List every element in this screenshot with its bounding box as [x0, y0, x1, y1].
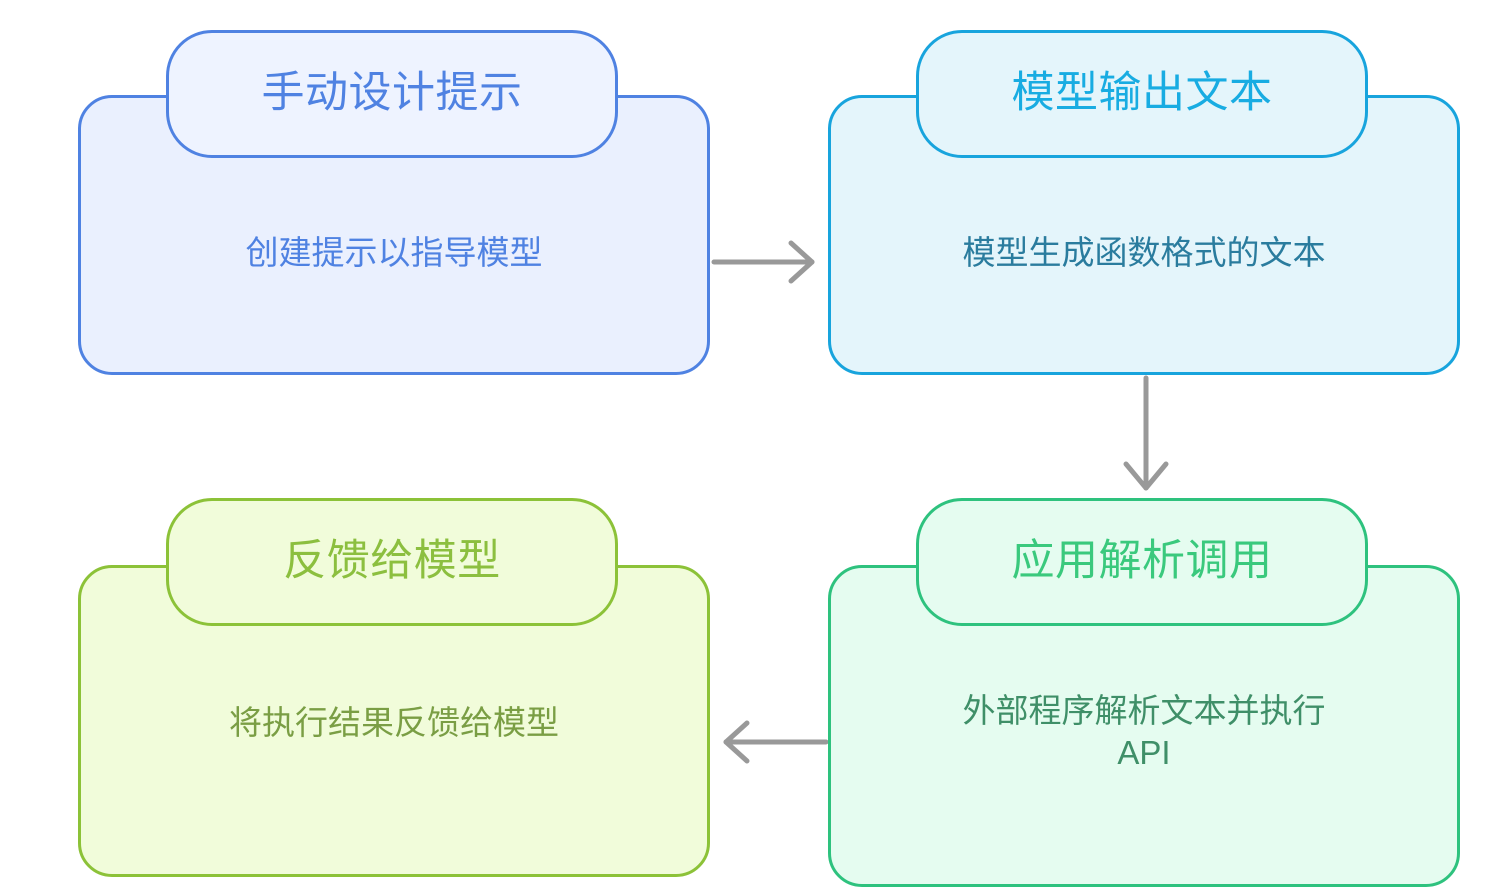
node-prompt-label-pill[interactable]: 手动设计提示 — [166, 30, 618, 158]
node-output-label-text: 模型输出文本 — [1011, 69, 1273, 118]
node-output-description: 模型生成函数格式的文本 — [962, 234, 1326, 271]
node-prompt[interactable]: 创建提示以指导模型 手动设计提示 — [78, 0, 710, 375]
node-parse-label-pill[interactable]: 应用解析调用 — [916, 498, 1368, 626]
edge-prompt-output — [711, 240, 815, 284]
node-feedback-label-pill[interactable]: 反馈给模型 — [166, 498, 618, 626]
node-feedback-label-text: 反馈给模型 — [283, 537, 501, 586]
node-prompt-description: 创建提示以指导模型 — [245, 234, 543, 271]
node-output-label-pill[interactable]: 模型输出文本 — [916, 30, 1368, 158]
node-feedback-description: 将执行结果反馈给模型 — [229, 704, 559, 741]
node-feedback[interactable]: 将执行结果反馈给模型 反馈给模型 — [78, 0, 710, 877]
node-parse-label-text: 应用解析调用 — [1011, 537, 1273, 586]
edge-parse-feedback — [723, 720, 829, 764]
node-prompt-label-text: 手动设计提示 — [261, 69, 523, 118]
node-parse-description: 外部程序解析文本并执行 API — [962, 692, 1326, 772]
node-parse[interactable]: 外部程序解析文本并执行 API 应用解析调用 — [828, 0, 1460, 887]
node-output[interactable]: 模型生成函数格式的文本 模型输出文本 — [828, 0, 1460, 375]
